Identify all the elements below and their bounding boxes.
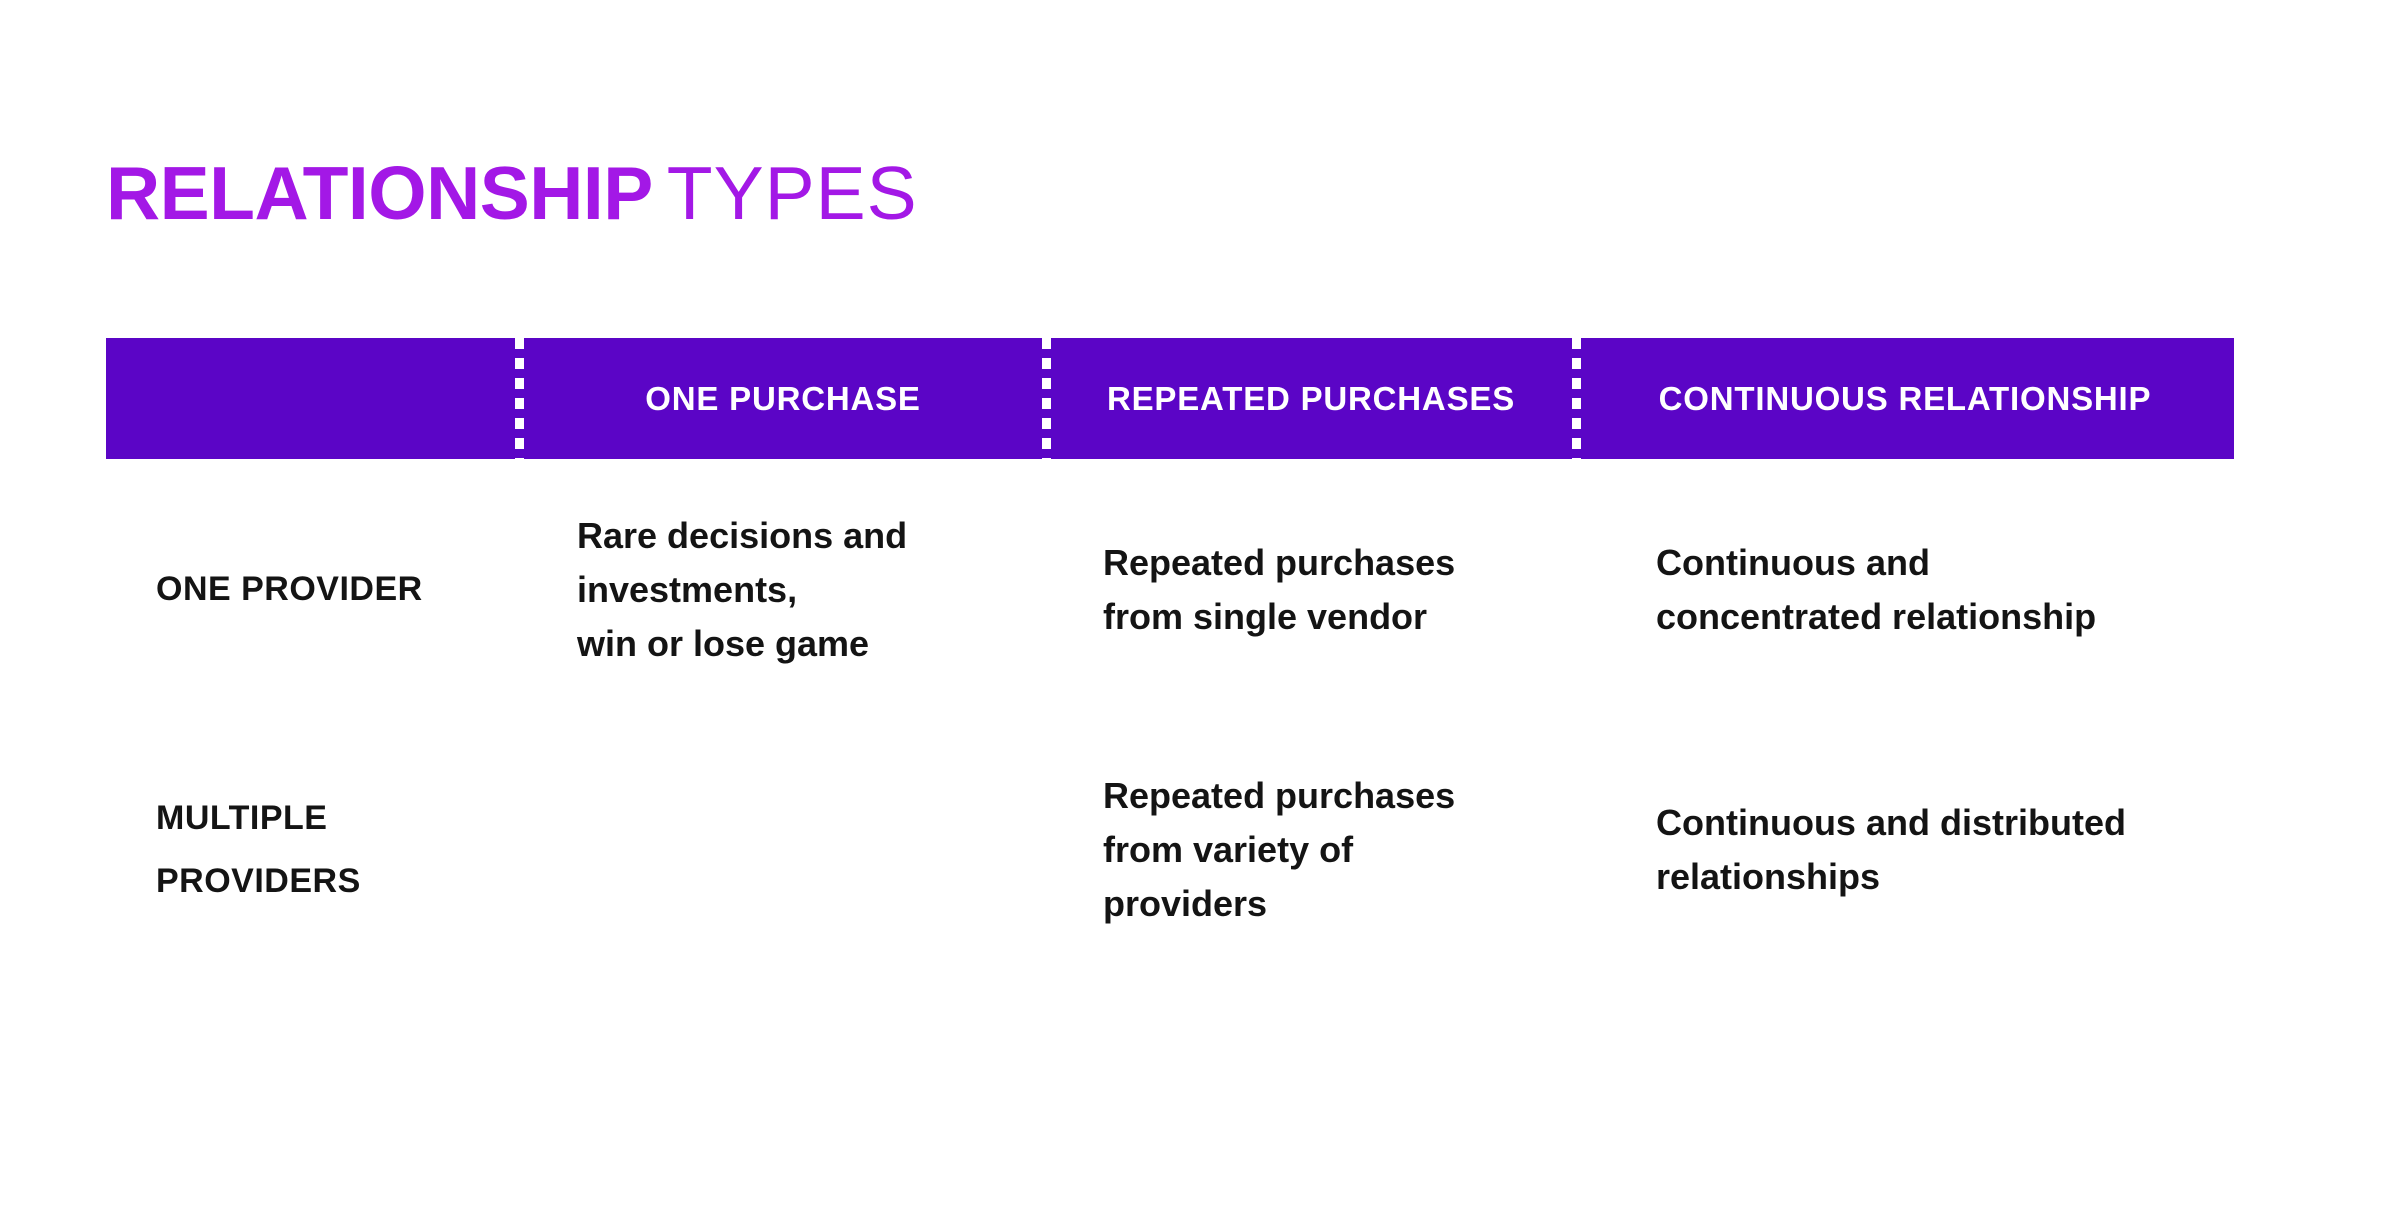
cell-multiple-providers-repeated-purchases: Repeated purchases from variety of provi… bbox=[1103, 774, 1456, 924]
cell-one-provider-continuous-relationship: Continuous and concentrated relationship bbox=[1656, 541, 2097, 637]
cell-one-provider-repeated-purchases: Repeated purchases from single vendor bbox=[1103, 541, 1456, 637]
header-cell-continuous-relationship: CONTINUOUS RELATIONSHIP bbox=[1576, 338, 2234, 459]
row-label-multiple-providers: MULTIPLE PROVIDERS bbox=[156, 798, 361, 900]
page-title-bold: RELATIONSHIP bbox=[106, 151, 653, 235]
header-cell-repeated-purchases: REPEATED PURCHASES bbox=[1046, 338, 1576, 459]
header-cell-one-purchase: ONE PURCHASE bbox=[520, 338, 1046, 459]
cell-multiple-providers-continuous-relationship: Continuous and distributed relationships bbox=[1656, 801, 2126, 897]
header-cell-empty bbox=[106, 338, 520, 459]
row-label-one-provider: ONE PROVIDER bbox=[156, 570, 423, 609]
cell-one-provider-one-purchase: Rare decisions and investments, win or l… bbox=[577, 514, 908, 664]
page-title-light: TYPES bbox=[666, 151, 918, 235]
relationship-types-table: ONE PURCHASE REPEATED PURCHASES CONTINUO… bbox=[106, 338, 2234, 979]
